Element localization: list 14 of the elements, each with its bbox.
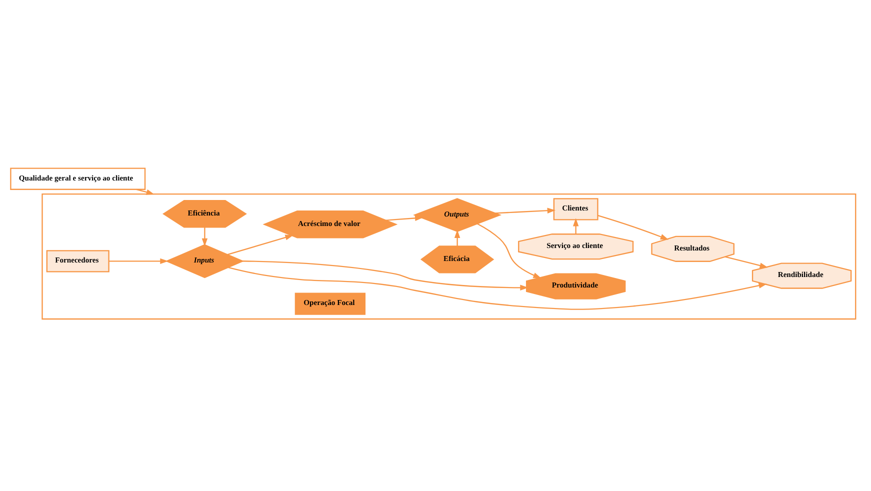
arrow	[725, 256, 768, 268]
arrow	[136, 188, 154, 194]
cluster	[42, 192, 856, 320]
arrow	[495, 207, 556, 214]
arrow	[108, 258, 168, 264]
arrow	[598, 214, 669, 240]
arrow	[242, 260, 528, 290]
arrow	[202, 226, 208, 246]
arrow	[228, 266, 767, 310]
arrow	[572, 218, 579, 234]
arrow	[454, 229, 460, 246]
arrow	[227, 234, 294, 255]
arrow	[477, 222, 542, 278]
arrow	[386, 214, 424, 220]
